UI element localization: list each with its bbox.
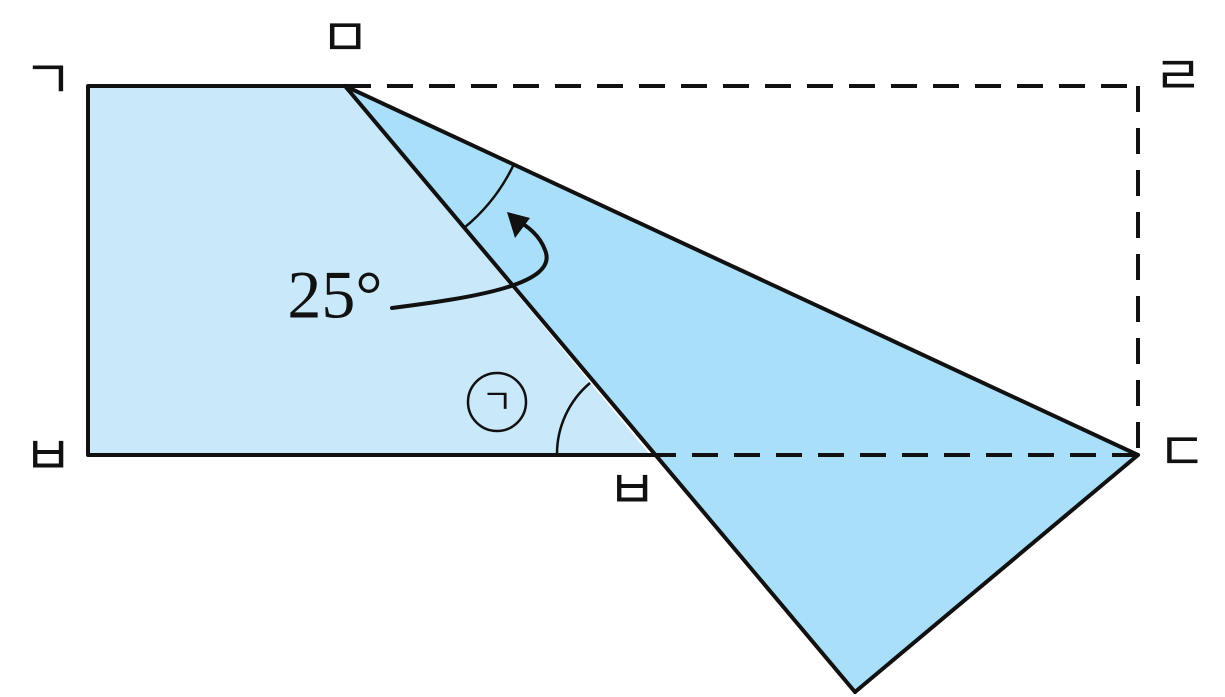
fold-line	[343, 84, 857, 694]
circled-marker-text: ㄱ	[481, 383, 512, 423]
arrowhead-icon	[507, 212, 530, 238]
vertex-label-bottom-fold: ㅂ	[607, 459, 657, 522]
folded-flap	[345, 86, 1138, 692]
unfolded-region	[88, 86, 650, 455]
angle-arc-25	[463, 163, 516, 229]
flap-bottom-edge	[853, 453, 1140, 694]
vertex-label-right: ㄷ	[1157, 421, 1207, 484]
flap-top-edge	[343, 84, 1140, 457]
circled-marker	[466, 371, 528, 433]
unfolded-outline	[86, 84, 652, 457]
vertex-label-top-fold: ㅁ	[320, 7, 370, 70]
angle-pointer-curve	[390, 218, 549, 310]
angle-label: 25°	[287, 257, 382, 333]
vertex-label-top-left: ㄱ	[23, 49, 73, 112]
angle-arc-target	[555, 382, 591, 456]
vertex-label-top-right: ㄹ	[1153, 45, 1203, 108]
vertex-label-bottom-left: ㅂ	[23, 425, 73, 488]
